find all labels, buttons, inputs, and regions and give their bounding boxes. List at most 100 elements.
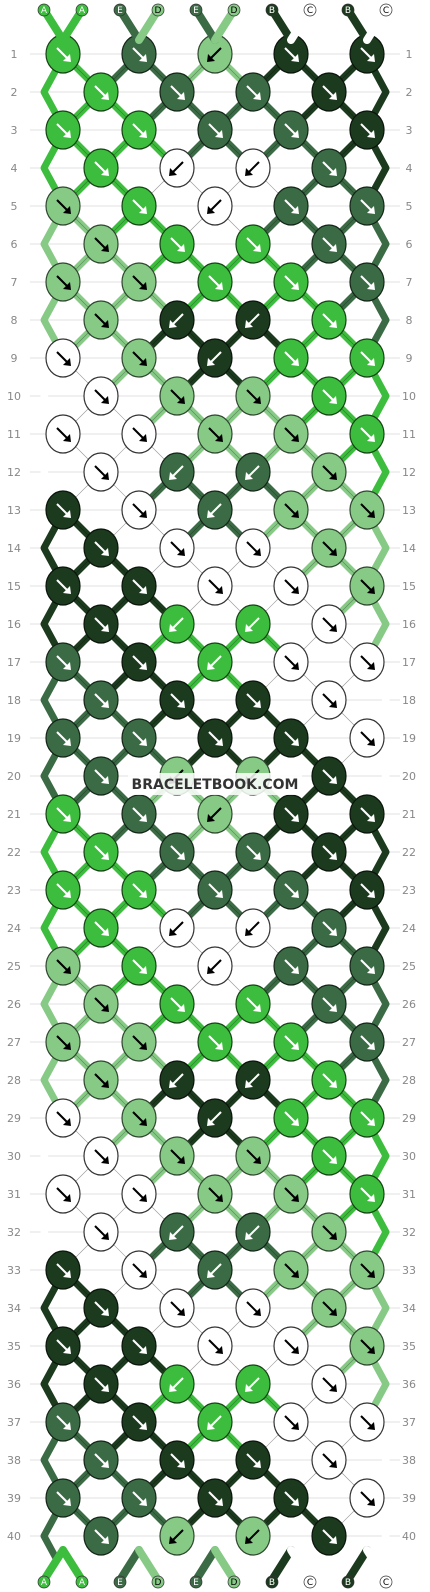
edge-turn-left [40, 1054, 61, 1106]
strand-bottom-cap [227, 1575, 241, 1589]
row-number-left: 26 [7, 998, 21, 1011]
row-number-right: 8 [406, 314, 413, 327]
strand-top-label: A [79, 6, 86, 16]
knot [197, 946, 233, 986]
arrow-head-icon [63, 662, 71, 670]
row-number-left: 14 [7, 542, 21, 555]
arrow-head-icon [101, 168, 109, 176]
row-number-left: 9 [11, 352, 18, 365]
edge-turn-right [369, 902, 390, 954]
arrow-head-icon [329, 852, 337, 860]
arrow-head-icon [177, 1156, 185, 1164]
knot [349, 1250, 385, 1290]
knot [349, 1098, 385, 1138]
knot [273, 566, 309, 606]
arrow-head-icon [139, 1118, 147, 1126]
knot [235, 1136, 271, 1176]
arrow-head-icon [245, 1384, 253, 1392]
row-number-left: 24 [7, 922, 21, 935]
knot [197, 338, 233, 378]
row-number-left: 36 [7, 1378, 21, 1391]
strand-bottom-label: C [307, 1578, 313, 1588]
knot [197, 1326, 233, 1366]
strand-top-label: C [383, 6, 389, 16]
knot [273, 1250, 309, 1290]
row-number-right: 40 [402, 1530, 416, 1543]
edge-turn-left [40, 1282, 61, 1334]
knot [45, 642, 81, 682]
arrow-head-icon [101, 1460, 109, 1468]
arrow-head-icon [253, 700, 261, 708]
arrow-head-icon [245, 1080, 253, 1088]
knot [45, 1478, 81, 1518]
edge-turn-right [369, 1206, 390, 1258]
row-number-right: 24 [402, 922, 416, 935]
row-number-right: 35 [402, 1340, 416, 1353]
arrow-head-icon [367, 966, 375, 974]
arrow-head-icon [207, 966, 215, 974]
knot [273, 490, 309, 530]
knot [121, 262, 157, 302]
row-number-right: 9 [406, 352, 413, 365]
knot [83, 376, 119, 416]
edge-turn-right [369, 294, 390, 346]
row-number-right: 38 [402, 1454, 416, 1467]
knot [121, 1022, 157, 1062]
knot [311, 72, 347, 112]
knot [311, 1212, 347, 1252]
row-number-left: 25 [7, 960, 21, 973]
edge-turn-right [369, 522, 390, 574]
arrow-head-icon [329, 92, 337, 100]
knot [45, 566, 81, 606]
arrow-head-icon [367, 1346, 375, 1354]
knot [159, 72, 195, 112]
arrow-head-icon [101, 244, 109, 252]
arrow-head-icon [139, 282, 147, 290]
row-number-left: 21 [7, 808, 21, 821]
edge-turn-right [369, 1130, 390, 1182]
knot [197, 794, 233, 834]
knot [159, 1364, 195, 1404]
knot [83, 832, 119, 872]
knot [83, 756, 119, 796]
edge-turn-right [369, 142, 390, 194]
knot [159, 528, 195, 568]
row-number-right: 7 [406, 276, 413, 289]
arrow-head-icon [177, 1460, 185, 1468]
knot [197, 490, 233, 530]
row-number-right: 32 [402, 1226, 416, 1239]
knot [273, 186, 309, 226]
strand-bottom-stub [268, 1546, 295, 1584]
arrow-head-icon [367, 1118, 375, 1126]
strand-top-label: C [307, 6, 313, 16]
strand-bottom-stub [40, 1546, 67, 1584]
row-number-left: 18 [7, 694, 21, 707]
arrow-head-icon [63, 1498, 71, 1506]
knot [159, 1212, 195, 1252]
knot [45, 870, 81, 910]
row-number-right: 12 [402, 466, 416, 479]
arrow-head-icon [139, 1498, 147, 1506]
arrow-head-icon [101, 1536, 109, 1544]
edge-turn-left [40, 674, 61, 726]
knot [273, 338, 309, 378]
arrow-head-icon [367, 814, 375, 822]
arrow-head-icon [177, 396, 185, 404]
arrow-head-icon [367, 130, 375, 138]
knot [349, 1326, 385, 1366]
edge-turn-right [369, 1434, 390, 1486]
row-number-right: 28 [402, 1074, 416, 1087]
strand-bottom-stub [59, 1546, 86, 1584]
arrow-head-icon [329, 396, 337, 404]
arrow-head-icon [139, 358, 147, 366]
knot [235, 1060, 271, 1100]
strand-top-label: A [41, 6, 48, 16]
arrow-head-icon [291, 738, 299, 746]
edge-turn-left [40, 978, 61, 1030]
row-number-left: 22 [7, 846, 21, 859]
knot [121, 110, 157, 150]
row-number-left: 31 [7, 1188, 21, 1201]
arrow-head-icon [329, 472, 337, 480]
strand-top-label: E [117, 6, 123, 16]
arrow-head-icon [63, 54, 71, 62]
